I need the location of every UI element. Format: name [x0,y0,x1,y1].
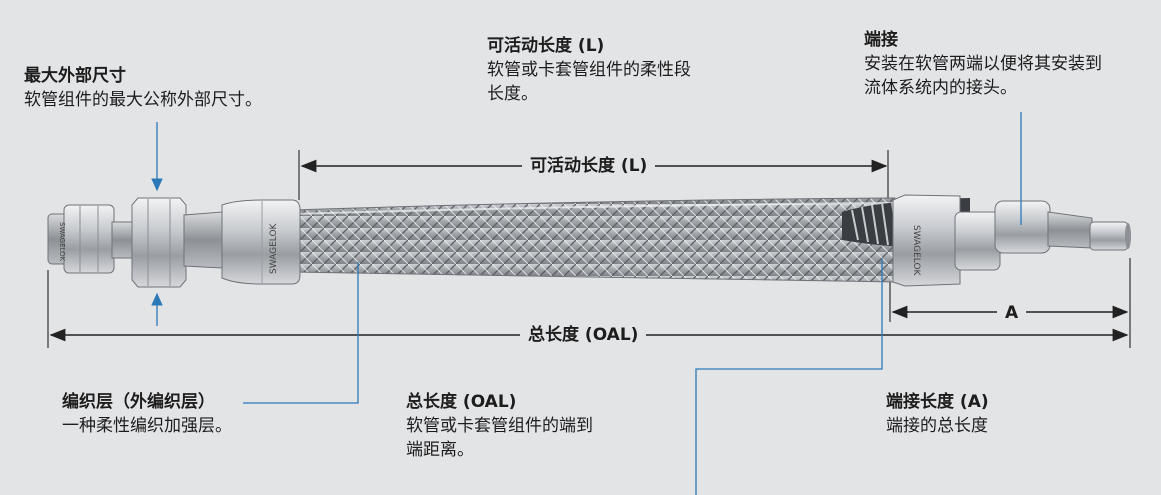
overall-length-description-line2: 端距离。 [406,440,474,460]
right-end-fitting [892,194,1131,287]
end-connection-description-line1: 安装在软管两端以便将其安装到 [864,54,1102,74]
overall-length-description-line1: 软管或卡套管组件的端到 [406,416,593,436]
max-od-title: 最大外部尺寸 [24,66,126,86]
end-length-title: 端接长度 (A) [886,392,989,412]
live-length-description-line2: 长度。 [487,84,538,104]
leader-lines [151,112,1022,495]
braided-hose [291,197,896,283]
max-od-description: 软管组件的最大公称外部尺寸。 [24,90,262,110]
left-end-fitting [47,197,301,288]
live-length-title: 可活动长度 (L) [487,36,605,56]
max-od-note: 最大外部尺寸 软管组件的最大公称外部尺寸。 [24,64,262,112]
end-connection-description-line2: 流体系统内的接头。 [864,78,1017,98]
end-length-note: 端接长度 (A) 端接的总长度 [886,390,989,438]
braid-note: 编织层（外编织层） 一种柔性编织加强层。 [62,390,232,438]
end-length-description: 端接的总长度 [886,416,988,436]
braid-description: 一种柔性编织加强层。 [62,416,232,436]
overall-length-dimension-label: 总长度 (OAL) [520,324,647,346]
right-collar-mark: SWAGELOK [911,225,921,277]
live-length-description-line1: 软管或卡套管组件的柔性段 [487,60,691,80]
overall-length-title: 总长度 (OAL) [406,392,517,412]
overall-length-note: 总长度 (OAL) 软管或卡套管组件的端到 端距离。 [406,390,593,462]
live-length-note: 可活动长度 (L) 软管或卡套管组件的柔性段 长度。 [487,34,691,106]
end-length-dimension-label: A [997,302,1027,324]
left-collar-mark: SWAGELOK [269,222,279,274]
live-length-dimension-label: 可活动长度 (L) [522,155,656,177]
left-nut-mark: SWAGELOK [58,222,66,262]
end-connection-note: 端接 安装在软管两端以便将其安装到 流体系统内的接头。 [864,28,1102,100]
braid-title: 编织层（外编织层） [62,392,215,412]
end-connection-title: 端接 [864,30,898,50]
